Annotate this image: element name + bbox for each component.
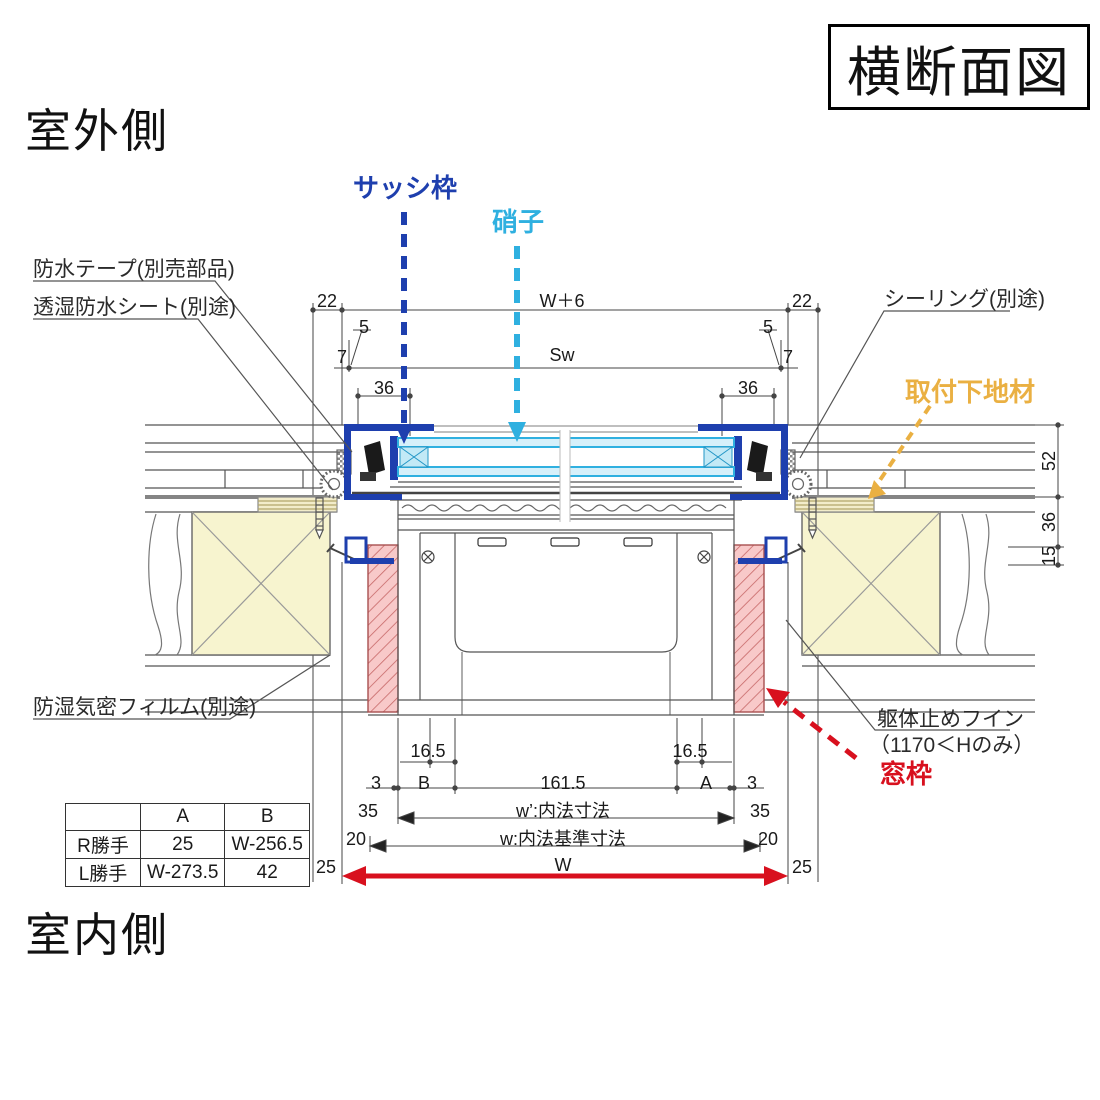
trim-screw-left [421, 550, 435, 564]
glass-spacer-left [399, 446, 429, 468]
window-frame-wood [367, 544, 765, 713]
callout-arrows [395, 212, 932, 760]
table-cell: W-256.5 [224, 830, 310, 859]
table-header-cell [65, 803, 141, 831]
mounting-base-right [794, 496, 875, 513]
trim-screw-right [697, 550, 711, 564]
screw-right [808, 497, 817, 540]
title-text: 横断面図 [847, 42, 1071, 103]
table-cell: W-273.5 [139, 858, 226, 887]
glass-unit [397, 430, 735, 522]
table-cell: 42 [224, 858, 310, 887]
table-cell: R勝手 [65, 830, 141, 859]
screw-left [315, 497, 324, 540]
table-cell: 25 [139, 830, 226, 859]
wood-stud-right [801, 511, 941, 656]
table-header-cell: B [224, 803, 310, 831]
dimension-lines [310, 303, 1064, 884]
leader-lines [33, 280, 1010, 731]
outdoor-side-label: 室外側 [25, 105, 169, 157]
sash-frame [344, 424, 788, 564]
backer-rod-left [319, 469, 349, 499]
glass-spacer-right [703, 446, 733, 468]
mounting-base-left [257, 496, 338, 513]
wall-right [764, 424, 1035, 713]
w-dimension-arrow [342, 866, 788, 886]
backer-rod-right [783, 469, 813, 499]
wood-stud-left [191, 511, 331, 656]
indoor-side-label: 室内側 [25, 909, 169, 961]
title-box: 横断面図 [828, 24, 1090, 110]
table-cell: L勝手 [65, 858, 141, 887]
wall-left [145, 424, 368, 713]
table-header-cell: A [139, 803, 226, 831]
